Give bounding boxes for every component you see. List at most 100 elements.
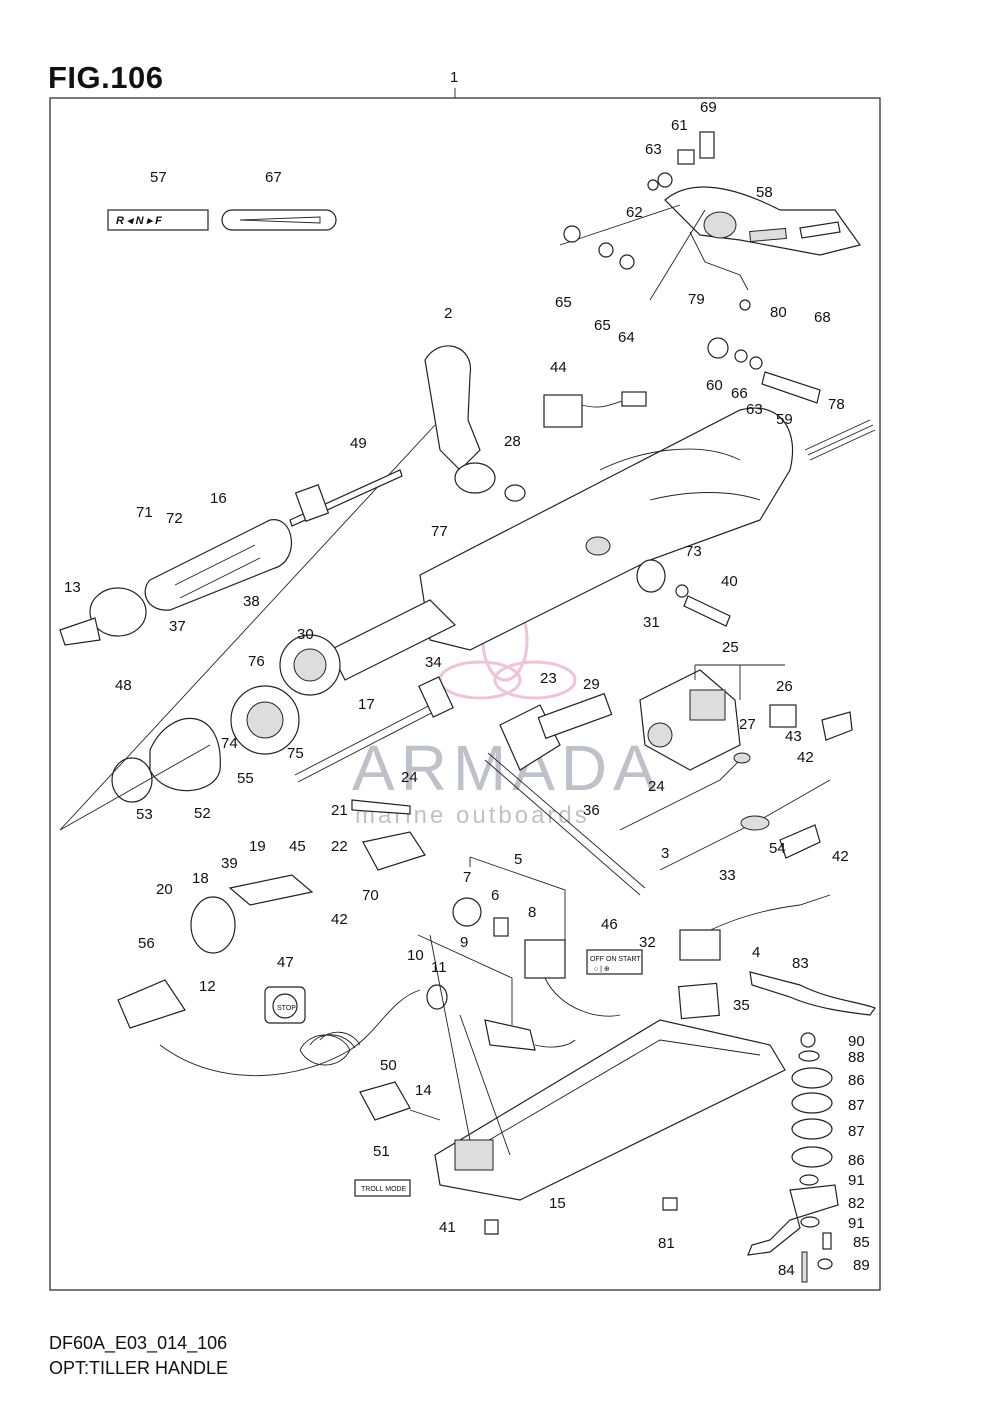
throttle-cable bbox=[619, 754, 746, 831]
plug-81 bbox=[662, 1197, 678, 1211]
callout-labels: 1 69 61 63 62 58 57 67 65 65 64 79 80 68… bbox=[64, 69, 870, 1279]
callout: 6 bbox=[491, 887, 499, 904]
callout: 44 bbox=[550, 359, 567, 376]
lever-washer bbox=[504, 484, 526, 502]
mount-bolt bbox=[683, 595, 731, 627]
callout: 38 bbox=[243, 593, 260, 610]
callout: 58 bbox=[756, 184, 773, 201]
figure-code: DF60A_E03_014_106 bbox=[49, 1333, 228, 1353]
callout: 72 bbox=[166, 510, 183, 527]
bracket-54 bbox=[779, 824, 821, 859]
callout: 29 bbox=[583, 676, 600, 693]
throttle-link-plate bbox=[537, 692, 613, 740]
callout: 12 bbox=[199, 978, 216, 995]
troll-label: TROLL MODE bbox=[361, 1186, 407, 1193]
bracket-22 bbox=[362, 831, 426, 871]
diagram-frame bbox=[49, 97, 881, 1291]
plate-21 bbox=[351, 799, 411, 815]
callout: 16 bbox=[210, 490, 227, 507]
callout: 3 bbox=[661, 845, 669, 862]
callout: 24 bbox=[648, 778, 665, 795]
callout: 1 bbox=[450, 69, 458, 86]
callout: 78 bbox=[828, 396, 845, 413]
callout: 17 bbox=[358, 696, 375, 713]
callout: 21 bbox=[331, 802, 348, 819]
grip-decal bbox=[221, 209, 337, 231]
callout: 84 bbox=[778, 1262, 795, 1279]
callout: 67 bbox=[265, 169, 282, 186]
grip-cap bbox=[59, 587, 147, 646]
stop-switch bbox=[484, 1019, 536, 1051]
grip-knob bbox=[149, 717, 221, 792]
callout: 19 bbox=[249, 838, 266, 855]
kill-switch-housing bbox=[190, 896, 236, 954]
steering-bracket bbox=[559, 186, 862, 301]
callout: 73 bbox=[685, 543, 702, 560]
callout: 20 bbox=[156, 881, 173, 898]
callout: 46 bbox=[601, 916, 618, 933]
callout: 39 bbox=[221, 855, 238, 872]
friction-plate-86 bbox=[791, 1067, 833, 1089]
callout: 45 bbox=[289, 838, 306, 855]
washer-91b bbox=[800, 1216, 820, 1228]
pivot-bolt bbox=[761, 371, 821, 404]
callout: 42 bbox=[832, 848, 849, 865]
callout: 88 bbox=[848, 1049, 865, 1066]
callout: 8 bbox=[528, 904, 536, 921]
callout: 23 bbox=[540, 670, 557, 687]
harness-connector bbox=[543, 391, 647, 428]
stop-label: STOP bbox=[277, 1005, 296, 1012]
callout: 11 bbox=[431, 959, 447, 976]
lower-housing bbox=[429, 934, 786, 1201]
callout: 87 bbox=[848, 1097, 865, 1114]
callout: 14 bbox=[415, 1082, 432, 1099]
watermark-brand: ARMADA bbox=[352, 732, 662, 804]
callout: 91 bbox=[848, 1172, 865, 1189]
tiller-handle-body bbox=[419, 407, 794, 651]
callout: 71 bbox=[136, 504, 153, 521]
shift-decal: R ◂ N ▸ F bbox=[107, 209, 209, 231]
key bbox=[493, 917, 509, 937]
shift-decal-label: R ◂ N ▸ F bbox=[116, 215, 162, 227]
callout: 25 bbox=[722, 639, 739, 656]
callout: 41 bbox=[439, 1219, 456, 1236]
callout: 9 bbox=[460, 934, 468, 951]
callout: 68 bbox=[814, 309, 831, 326]
callout: 57 bbox=[150, 169, 167, 186]
callout: 33 bbox=[719, 867, 736, 884]
troll-switch bbox=[359, 1081, 411, 1121]
callout: 81 bbox=[658, 1235, 675, 1252]
lanyard-cord bbox=[159, 989, 421, 1077]
callout: 48 bbox=[115, 677, 132, 694]
callout: 42 bbox=[797, 749, 814, 766]
callout: 80 bbox=[770, 304, 787, 321]
callout: 37 bbox=[169, 618, 186, 635]
callout: 62 bbox=[626, 204, 643, 221]
callout: 26 bbox=[776, 678, 793, 695]
switch-decal: OFF ON START ○ | ⊕ bbox=[586, 949, 643, 975]
callout: 28 bbox=[504, 433, 521, 450]
switch-label: OFF ON START bbox=[590, 956, 641, 963]
figure-name: OPT:TILLER HANDLE bbox=[49, 1358, 229, 1378]
troll-mode-decal: TROLL MODE bbox=[354, 1179, 411, 1197]
callout: 5 bbox=[514, 851, 522, 868]
callout: 61 bbox=[671, 117, 688, 134]
callout: 87 bbox=[848, 1123, 865, 1140]
callout: 40 bbox=[721, 573, 738, 590]
callout: 76 bbox=[248, 653, 265, 670]
callout: 66 bbox=[731, 385, 748, 402]
switch-cover bbox=[452, 897, 482, 927]
callout: 13 bbox=[64, 579, 81, 596]
return-spring bbox=[804, 419, 876, 461]
callout: 56 bbox=[138, 935, 155, 952]
callout: 15 bbox=[549, 1195, 566, 1212]
callout: 65 bbox=[594, 317, 611, 334]
callout: 35 bbox=[733, 997, 750, 1014]
bracket-45 bbox=[228, 874, 314, 906]
callout: 69 bbox=[700, 99, 717, 116]
callout: 70 bbox=[362, 887, 379, 904]
callout: 7 bbox=[463, 869, 471, 886]
friction-disk-87b bbox=[791, 1118, 833, 1140]
friction-arm-82 bbox=[747, 1184, 839, 1256]
callout: 32 bbox=[639, 934, 656, 951]
